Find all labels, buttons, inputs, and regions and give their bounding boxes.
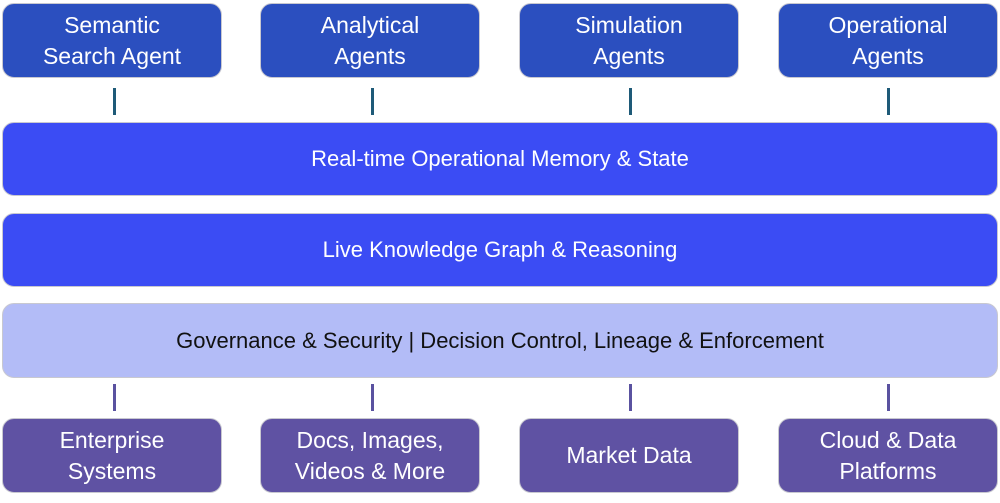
governance-layer: Governance & Security | Decision Control… [2, 303, 998, 378]
source-enterprise: Enterprise Systems [2, 418, 222, 493]
agent-label: Semantic Search Agent [42, 11, 182, 69]
source-label: Market Data [566, 442, 692, 468]
connector [113, 384, 116, 411]
connector [113, 88, 116, 115]
memory-layer-label: Real-time Operational Memory & State [311, 146, 689, 171]
agent-simulation: Simulation Agents [519, 3, 739, 78]
source-cloud: Cloud & Data Platforms [778, 418, 998, 493]
knowledge-layer-label: Live Knowledge Graph & Reasoning [322, 237, 678, 262]
agent-label: Operational Agents [828, 11, 948, 69]
agent-analytical: Analytical Agents [260, 3, 480, 78]
connector [887, 88, 890, 115]
source-label: Docs, Images, Videos & More [294, 426, 446, 484]
source-market-data: Market Data [519, 418, 739, 493]
knowledge-layer: Live Knowledge Graph & Reasoning [2, 213, 998, 287]
connector [371, 384, 374, 411]
agent-semantic-search: Semantic Search Agent [2, 3, 222, 78]
source-docs: Docs, Images, Videos & More [260, 418, 480, 493]
connector [629, 88, 632, 115]
connector [887, 384, 890, 411]
agent-label: Analytical Agents [320, 11, 420, 69]
governance-layer-label: Governance & Security | Decision Control… [176, 327, 824, 353]
source-label: Cloud & Data Platforms [819, 426, 957, 484]
connector [629, 384, 632, 411]
agent-label: Simulation Agents [575, 11, 683, 69]
memory-layer: Real-time Operational Memory & State [2, 122, 998, 196]
connector [371, 88, 374, 115]
source-label: Enterprise Systems [59, 426, 165, 484]
agent-operational: Operational Agents [778, 3, 998, 78]
